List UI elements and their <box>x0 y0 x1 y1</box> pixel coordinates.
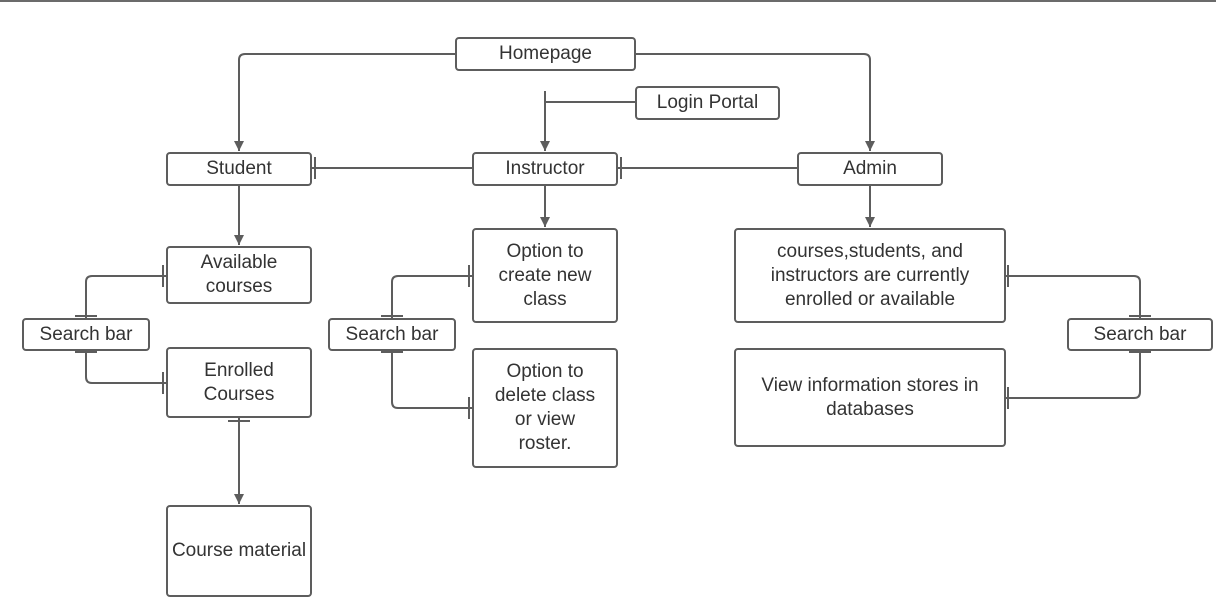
student-search-bar-node: Search bar <box>22 318 150 351</box>
admin-node: Admin <box>797 152 943 186</box>
admin-search-bar-node: Search bar <box>1067 318 1213 351</box>
create-class-node: Option to create new class <box>472 228 618 323</box>
top-border <box>0 0 1216 2</box>
connector-homepage-admin <box>636 53 875 151</box>
admin-enrolled-node: courses,students, and instructors are cu… <box>734 228 1006 323</box>
connector-instructor-search-bottom <box>391 350 472 409</box>
instructor-search-bar-node: Search bar <box>328 318 456 351</box>
connector-admin-search-bottom <box>1005 350 1141 399</box>
connector-student-search-bottom <box>85 350 166 384</box>
enrolled-courses-node: Enrolled Courses <box>166 347 312 418</box>
admin-view-info-node: View information stores in databases <box>734 348 1006 447</box>
connector-admin-search-top <box>1005 275 1141 318</box>
available-courses-node: Available courses <box>166 246 312 304</box>
course-material-node: Course material <box>166 505 312 597</box>
connector-student-search-top <box>85 275 166 318</box>
connector-instructor-search-top <box>391 275 472 318</box>
login-portal-node: Login Portal <box>635 86 780 120</box>
delete-class-node: Option to delete class or view roster. <box>472 348 618 468</box>
connector-homepage-student <box>234 53 455 151</box>
homepage-node: Homepage <box>455 37 636 71</box>
instructor-node: Instructor <box>472 152 618 186</box>
student-node: Student <box>166 152 312 186</box>
